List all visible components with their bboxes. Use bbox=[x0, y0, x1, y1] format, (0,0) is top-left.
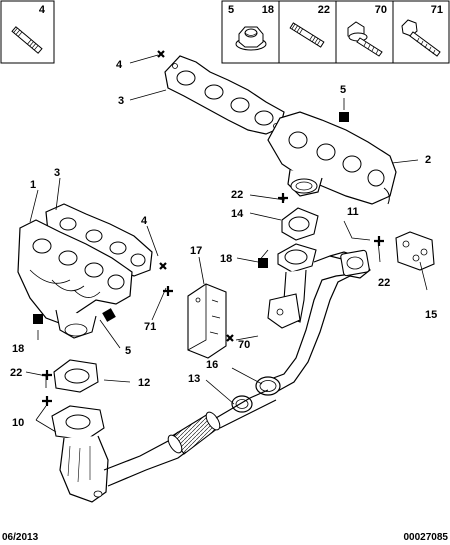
downpipe-upper bbox=[267, 243, 371, 393]
callout-2: 2 bbox=[425, 154, 431, 166]
callout-18: 18 bbox=[12, 343, 24, 355]
exhaust-manifold-upper bbox=[267, 111, 397, 205]
callout-70: 70 bbox=[238, 339, 250, 351]
callout-4: 4 bbox=[116, 59, 123, 71]
square-marker bbox=[33, 314, 43, 324]
callout-10: 10 bbox=[12, 417, 24, 429]
cross-marker bbox=[159, 262, 167, 270]
callout-22: 22 bbox=[378, 277, 390, 289]
cross-marker bbox=[157, 50, 165, 58]
footer-reference: 00027085 bbox=[404, 532, 449, 543]
svg-text:22: 22 bbox=[318, 4, 330, 16]
callout-3: 3 bbox=[54, 167, 60, 179]
callout-1: 1 bbox=[30, 179, 36, 191]
square-marker bbox=[339, 112, 349, 122]
square-marker bbox=[102, 308, 116, 322]
flange-nut-icon bbox=[235, 26, 267, 51]
cross-marker bbox=[278, 193, 288, 203]
svg-text:71: 71 bbox=[431, 4, 443, 16]
callout-5: 5 bbox=[340, 84, 346, 96]
square-marker bbox=[258, 258, 268, 268]
exhaust-manifold-gasket-upper bbox=[164, 55, 285, 135]
callout-71: 71 bbox=[144, 321, 156, 333]
callout-14: 14 bbox=[231, 208, 244, 220]
cross-marker bbox=[374, 236, 384, 246]
stud-icon bbox=[11, 26, 43, 54]
callout-17: 17 bbox=[190, 245, 202, 257]
ring-gasket-16 bbox=[255, 376, 281, 396]
svg-text:70: 70 bbox=[375, 4, 387, 16]
callout-16: 16 bbox=[206, 359, 218, 371]
exhaust-manifold-lower bbox=[17, 219, 133, 339]
footer-date: 06/2013 bbox=[2, 532, 39, 543]
svg-text:5: 5 bbox=[228, 4, 234, 16]
header-part-70: 70 bbox=[335, 0, 394, 64]
callout-3: 3 bbox=[118, 95, 124, 107]
callout-12: 12 bbox=[138, 377, 150, 389]
svg-text:4: 4 bbox=[39, 4, 46, 16]
header-part-5-18: 5 18 bbox=[221, 0, 280, 64]
callout-4: 4 bbox=[141, 215, 148, 227]
flange-bolt-icon bbox=[347, 21, 383, 57]
callout-labels: 4 3 5 2 22 14 11 18 22 15 1 3 4 17 71 70… bbox=[10, 59, 437, 429]
callout-15: 15 bbox=[425, 309, 437, 321]
cross-marker bbox=[163, 286, 173, 296]
cross-marker bbox=[226, 334, 234, 342]
callout-18: 18 bbox=[220, 253, 232, 265]
front-pipe-catalytic-converter bbox=[51, 389, 277, 503]
exhaust-manifold-gasket-lower bbox=[45, 203, 153, 277]
flange-gasket-12 bbox=[53, 359, 99, 393]
heat-shield-17 bbox=[187, 283, 227, 359]
header-part-4: 4 bbox=[0, 0, 55, 64]
cross-marker bbox=[42, 396, 52, 406]
header-part-71: 71 bbox=[392, 0, 450, 64]
svg-text:18: 18 bbox=[262, 4, 274, 16]
stud-icon bbox=[289, 22, 325, 48]
callout-22: 22 bbox=[10, 367, 22, 379]
header-part-22: 22 bbox=[278, 0, 337, 64]
callout-5: 5 bbox=[125, 345, 131, 357]
gasket-15 bbox=[395, 231, 435, 271]
callout-11: 11 bbox=[347, 206, 359, 218]
callout-22: 22 bbox=[231, 189, 243, 201]
bolt-icon bbox=[401, 19, 441, 57]
cross-marker bbox=[42, 370, 52, 380]
callout-13: 13 bbox=[188, 373, 200, 385]
flange-gasket-14 bbox=[281, 207, 319, 241]
